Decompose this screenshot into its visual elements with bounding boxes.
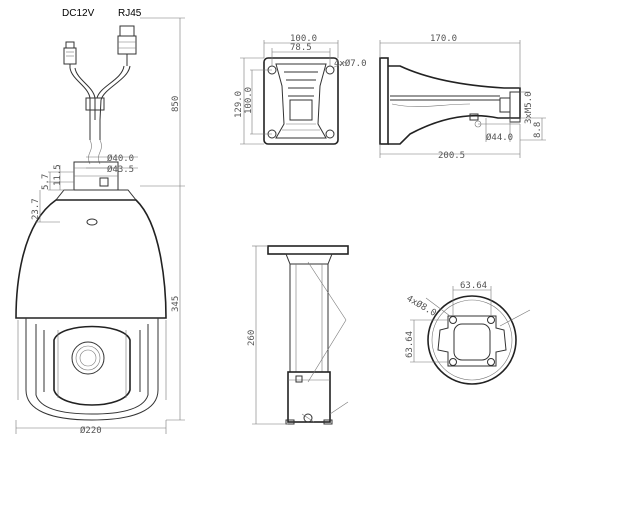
dim-200-5: 200.5: [438, 151, 465, 161]
dim-holes-4x7: 4xØ7.0: [334, 58, 367, 69]
pole-mount-view: 260: [247, 245, 349, 425]
dim-dia-43: Ø43.5: [107, 164, 134, 175]
rj45-connector: [117, 25, 137, 66]
dim-dia-220: Ø220: [80, 425, 102, 436]
dim-260: 260: [247, 330, 257, 346]
dim-23-7: 23.7: [31, 198, 41, 220]
flange-view: 63.64 4xØ8.0 63.64: [405, 281, 531, 385]
dc12v-label: DC12V: [62, 8, 95, 19]
dim-78-5: 78.5: [290, 43, 312, 53]
dim-63-64-top: 63.64: [460, 281, 487, 291]
camera-side-view: DC12V RJ45: [15, 8, 185, 436]
dim-dia-44: Ø44.0: [486, 132, 513, 143]
dim-3xm5: 3xM5.0: [524, 91, 534, 124]
dim-170: 170.0: [430, 34, 457, 44]
dim-100-top: 100.0: [290, 34, 317, 44]
dim-8-8: 8.8: [533, 122, 543, 138]
dim-129: 129.0: [234, 91, 244, 118]
bracket-front-view: 100.0 78.5 4xØ7.0 129.0 100.0: [234, 34, 367, 145]
dim-850: 850: [171, 96, 181, 112]
dim-345: 345: [171, 296, 181, 312]
dim-63-64-side: 63.64: [405, 331, 415, 358]
dim-5-7: 5.7: [41, 174, 51, 190]
bracket-side-view: 170.0 3xM5.0 Ø44.0 8.8 200.5: [379, 34, 546, 161]
dim-dia-40: Ø40.0: [107, 153, 134, 164]
rj45-label: RJ45: [118, 8, 142, 19]
dim-11-5: 11.5: [53, 164, 63, 186]
dim-100-side: 100.0: [244, 87, 254, 114]
dc-connector: [63, 41, 77, 68]
dim-holes-4x8: 4xØ8.0: [405, 293, 439, 319]
